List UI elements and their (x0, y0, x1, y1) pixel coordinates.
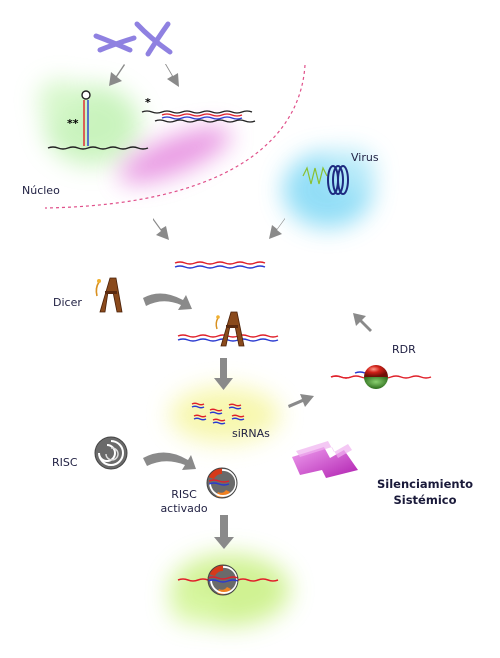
green-glow-nucleus (38, 80, 140, 165)
arrow-rdr-up (353, 313, 372, 332)
arrow-risc-curve (143, 452, 196, 470)
arrow-to-target (214, 515, 234, 549)
risc-label: RISC (52, 456, 78, 469)
magenta-glow-nucleus (118, 127, 232, 183)
nucleus-boundary (44, 64, 306, 209)
hairpin-rna (47, 90, 149, 150)
arrow-sirnas-rdr (288, 394, 314, 408)
dicer-icon (95, 277, 123, 313)
sirna-fragments (191, 402, 245, 425)
virus-icon (302, 165, 349, 195)
rdr-icon (330, 365, 432, 389)
dicer-label: Dicer (53, 296, 82, 309)
risc-activado-label: RISC activado (160, 488, 208, 516)
arrow-virus-down (269, 218, 285, 239)
dicer-cutting-dsrna (177, 311, 279, 347)
arrow-dicer-curve (143, 293, 192, 310)
chromosome-icon-2 (134, 21, 173, 57)
risc-activado-line1: RISC (171, 488, 197, 501)
yellow-glow-sirnas (170, 387, 280, 443)
virus-label: Virus (351, 151, 379, 164)
risc-icon (94, 436, 128, 470)
double-star-marker: ** (67, 117, 79, 130)
rdr-label: RDR (392, 343, 416, 356)
single-star-marker: * (145, 96, 151, 109)
arrow-chrom-right (165, 64, 179, 87)
systemic-arrow-icon (292, 441, 358, 478)
target-mrna-cleavage (177, 564, 279, 596)
gray-arrows (109, 64, 372, 549)
sirnas-label: siRNAs (232, 427, 270, 440)
arrow-to-sirnas (214, 358, 233, 390)
nucleo-label: Núcleo (22, 184, 60, 197)
arrow-nucleus-down (153, 218, 169, 240)
silenciamiento-line1: Silenciamiento (377, 477, 473, 491)
arrow-chrom-left (109, 64, 125, 86)
chromosome-icon-1 (93, 33, 137, 53)
dsrna-substrate (174, 261, 266, 269)
risc-activado-line2: activado (160, 502, 208, 515)
risc-activated-icon (206, 467, 238, 499)
silenciamiento-sistemico-label: Silenciamiento Sistémico (370, 476, 480, 508)
silenciamiento-line2: Sistémico (393, 493, 457, 507)
nuclear-dsrna (141, 110, 256, 123)
